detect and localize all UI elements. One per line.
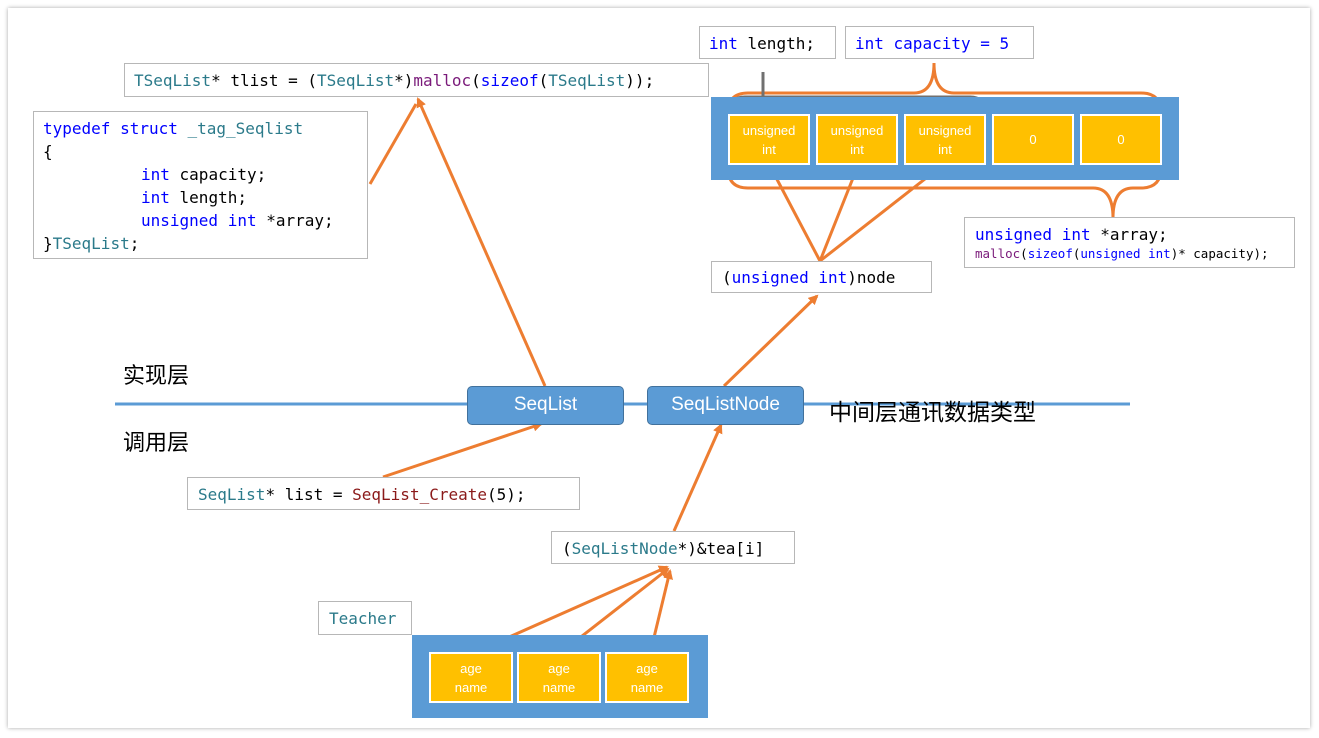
impl-layer-label: 实现层 [123, 363, 190, 388]
array-cell-line1: 0 [1029, 132, 1037, 147]
arrow-create-to-seqlist [382, 421, 543, 479]
teacher-cell: age name [605, 652, 689, 703]
array-cell-line2: int [850, 141, 864, 157]
array-cell: unsigned int [904, 114, 986, 165]
arrow-node-cell-1 [769, 166, 822, 262]
teacher-cell: age name [517, 652, 601, 703]
seqlistnode-pill: SeqListNode [647, 386, 804, 425]
teacher-cell-name: name [542, 679, 576, 695]
teacher-cell-name: name [630, 679, 664, 695]
array-cell: unsigned int [728, 114, 810, 165]
seqlist-pill: SeqList [467, 386, 624, 425]
struct-code-box: typedef struct _tag_Seqlist{int capacity… [33, 111, 368, 259]
teacher-cell-age: age [548, 660, 570, 676]
arrow-seqlist-to-malloc [416, 97, 547, 387]
teacher-cell-age: age [460, 660, 482, 676]
array-cell-line2: int [762, 141, 776, 157]
array-cell-line1: unsigned [918, 122, 972, 138]
arrow-node-cell-3 [819, 166, 941, 263]
array-cell-line1: unsigned [742, 122, 796, 138]
cast-tea-box: (SeqListNode*)&tea[i] [551, 531, 795, 564]
array-cell: 0 [992, 114, 1074, 165]
array-cell: 0 [1080, 114, 1162, 165]
length-code-box: int length; [699, 26, 836, 59]
create-code-box: SeqList* list = SeqList_Create(5); [187, 477, 580, 510]
teacher-cell-age: age [636, 660, 658, 676]
call-layer-label: 调用层 [123, 430, 190, 455]
arrow-node-to-cast [722, 294, 819, 388]
capacity-code-box: int capacity = 5 [845, 26, 1034, 59]
array-code-box: unsigned int *array;malloc(sizeof(unsign… [964, 217, 1295, 268]
cast-node-box: (unsigned int)node [711, 261, 932, 293]
connector-struct-to-malloc [368, 103, 418, 185]
array-cell-line2: int [938, 141, 952, 157]
teacher-cell: age name [429, 652, 513, 703]
array-cell-line1: unsigned [830, 122, 884, 138]
teacher-label-box: Teacher [318, 601, 412, 635]
arrow-node-cell-2 [818, 166, 859, 262]
teacher-cell-name: name [454, 679, 488, 695]
array-cell: unsigned int [816, 114, 898, 165]
malloc-code-box: TSeqList* tlist = (TSeqList*)malloc(size… [124, 63, 709, 97]
arrow-tea-to-node [672, 423, 723, 532]
middle-layer-label: 中间层通讯数据类型 [829, 399, 1036, 425]
capacity-bracket [726, 62, 1163, 114]
array-cell-line1: 0 [1117, 132, 1125, 147]
